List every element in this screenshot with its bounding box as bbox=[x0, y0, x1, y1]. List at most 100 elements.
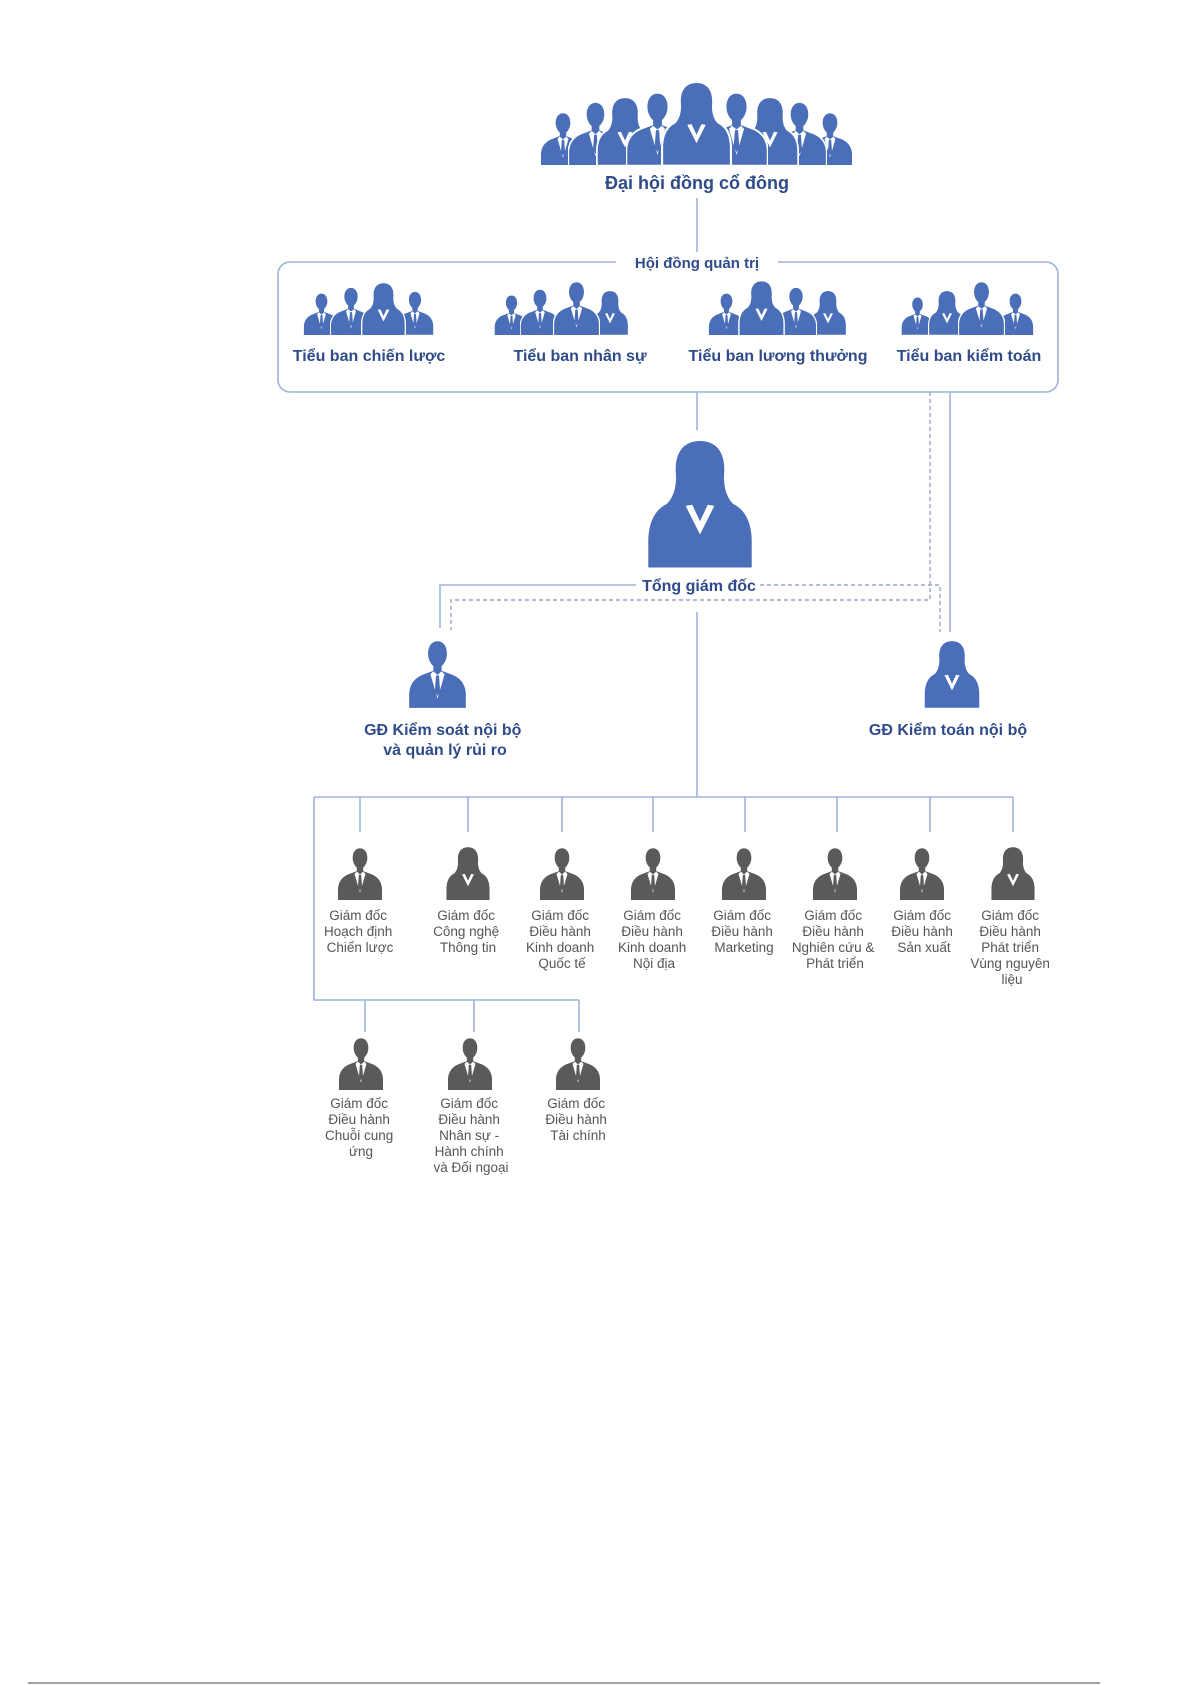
businesswoman-icon bbox=[991, 847, 1035, 900]
businessman-icon bbox=[338, 848, 382, 900]
people-group-icon bbox=[708, 279, 847, 335]
director-node: Giám đốc Điều hành Marketing bbox=[711, 848, 774, 955]
director-label: Giám đốc Điều hành Nghiên cứu & Phát tri… bbox=[792, 908, 878, 971]
connector-line bbox=[439, 584, 636, 628]
label-line: Điều hành bbox=[545, 1112, 607, 1127]
director-node: Giám đốc Công nghệ Thông tin bbox=[433, 847, 503, 955]
label-line: Kinh doanh bbox=[618, 940, 686, 955]
label-line: và Đối ngoại bbox=[433, 1160, 508, 1175]
label-line: Quốc tế bbox=[538, 956, 586, 971]
board-label: Hội đồng quản trị bbox=[635, 255, 759, 272]
label-line: Phát triển bbox=[981, 940, 1039, 955]
label-line: Giám đốc bbox=[547, 1096, 605, 1111]
label-line: Hoạch định bbox=[324, 924, 392, 939]
label-line: Nội địa bbox=[633, 956, 676, 971]
label-line: GĐ Kiểm soát nội bộ bbox=[364, 721, 522, 739]
label-line: Giám đốc bbox=[440, 1096, 498, 1111]
committee-label: Tiểu ban chiến lược bbox=[293, 347, 446, 365]
dashed-connector-line bbox=[450, 392, 931, 630]
director-label: Giám đốc Điều hành Kinh doanh Nội địa bbox=[618, 908, 690, 971]
label-line: Công nghệ bbox=[433, 924, 499, 939]
label-line: Vùng nguyên bbox=[970, 956, 1050, 971]
director-label: Giám đốc Điều hành Phát triển Vùng nguyê… bbox=[970, 908, 1053, 987]
director-label: Giám đốc Điều hành Sản xuất bbox=[891, 908, 956, 955]
director-node: Giám đốc Điều hành Phát triển Vùng nguyê… bbox=[970, 847, 1053, 987]
director-label: Giám đốc Điều hành Tài chính bbox=[545, 1096, 610, 1143]
director-label: Giám đốc Điều hành Kinh doanh Quốc tế bbox=[526, 908, 598, 971]
person-icon bbox=[553, 280, 600, 335]
ceo-node: Tổng giám đốc bbox=[642, 441, 756, 595]
internal-audit-node: GĐ Kiểm toán nội bộ bbox=[869, 641, 1027, 739]
ceo-label: Tổng giám đốc bbox=[642, 577, 756, 595]
label-line: Chiến lược bbox=[327, 940, 394, 955]
label-line: Kinh doanh bbox=[526, 940, 594, 955]
label-line: Sản xuất bbox=[897, 940, 951, 955]
label-line: Điều hành bbox=[621, 924, 683, 939]
director-label: Giám đốc Điều hành Nhân sự - Hành chính … bbox=[433, 1096, 508, 1175]
committee-label: Tiểu ban nhân sự bbox=[513, 347, 647, 365]
board-node: Hội đồng quản trị Tiểu ban chiến lược Ti… bbox=[277, 252, 1059, 393]
director-node: Giám đốc Điều hành Nghiên cứu & Phát tri… bbox=[792, 848, 878, 971]
label-line: Tài chính bbox=[550, 1128, 606, 1143]
label-line: Giám đốc bbox=[531, 908, 589, 923]
label-line: Marketing bbox=[714, 940, 773, 955]
businesswoman-icon bbox=[924, 641, 980, 708]
director-node: Giám đốc Điều hành Chuỗi cung ứng bbox=[325, 1038, 397, 1159]
committee-label: Tiểu ban lương thưởng bbox=[689, 347, 868, 365]
label-line: Điều hành bbox=[979, 924, 1041, 939]
label-line: Giám đốc bbox=[623, 908, 681, 923]
director-node: Giám đốc Điều hành Sản xuất bbox=[891, 848, 956, 955]
label-line: Nghiên cứu & bbox=[792, 940, 875, 955]
label-line: liệu bbox=[1001, 972, 1022, 987]
director-node: Giám đốc Hoạch định Chiến lược bbox=[324, 848, 396, 955]
people-group-icon bbox=[494, 280, 629, 335]
label-line: Điều hành bbox=[529, 924, 591, 939]
businessman-icon bbox=[339, 1038, 383, 1090]
people-crowd-icon bbox=[540, 83, 853, 165]
businessman-icon bbox=[540, 848, 584, 900]
person-icon bbox=[361, 281, 406, 335]
label-line: Giám đốc bbox=[713, 908, 771, 923]
internal-control-node: GĐ Kiểm soát nội bộ và quản lý rủi ro bbox=[364, 641, 522, 759]
businessman-icon bbox=[448, 1038, 492, 1090]
person-icon bbox=[738, 279, 785, 335]
label-line: Giám đốc bbox=[330, 1096, 388, 1111]
director-label: Giám đốc Điều hành Chuỗi cung ứng bbox=[325, 1096, 397, 1159]
director-label: Giám đốc Công nghệ Thông tin bbox=[433, 908, 503, 955]
connector-line bbox=[313, 797, 579, 1001]
label-line: Điều hành bbox=[328, 1112, 390, 1127]
people-group-icon bbox=[901, 280, 1034, 335]
director-node: Giám đốc Điều hành Kinh doanh Nội địa bbox=[618, 848, 690, 971]
people-group-icon bbox=[303, 281, 434, 335]
committee-audit: Tiểu ban kiểm toán bbox=[897, 280, 1042, 365]
label-line: Giám đốc bbox=[893, 908, 951, 923]
businessman-icon bbox=[900, 848, 944, 900]
dashed-connector-line bbox=[760, 584, 941, 632]
label-line: Hành chính bbox=[435, 1144, 504, 1159]
label-line: Điều hành bbox=[802, 924, 864, 939]
label-line: và quản lý rủi ro bbox=[383, 742, 507, 759]
businessman-icon bbox=[631, 848, 675, 900]
label-line: Điều hành bbox=[891, 924, 953, 939]
label-line: Điều hành bbox=[438, 1112, 500, 1127]
businesswoman-icon bbox=[446, 847, 490, 900]
label-line: Thông tin bbox=[440, 940, 496, 955]
committee-hr: Tiểu ban nhân sự bbox=[494, 280, 647, 365]
director-label: Giám đốc Hoạch định Chiến lược bbox=[324, 908, 396, 955]
committee-label: Tiểu ban kiểm toán bbox=[897, 347, 1042, 365]
businessman-icon bbox=[722, 848, 766, 900]
director-node: Giám đốc Điều hành Kinh doanh Quốc tế bbox=[526, 848, 598, 971]
label-line: Chuỗi cung bbox=[325, 1128, 393, 1143]
label-line: Giám đốc bbox=[437, 908, 495, 923]
label-line: Điều hành bbox=[711, 924, 773, 939]
committee-compensation: Tiểu ban lương thưởng bbox=[689, 279, 868, 365]
shareholders-node: Đại hội đồng cổ đông bbox=[540, 83, 853, 193]
label-line: Phát triển bbox=[806, 956, 864, 971]
shareholders-label: Đại hội đồng cổ đông bbox=[605, 173, 789, 193]
director-node: Giám đốc Điều hành Tài chính bbox=[545, 1038, 610, 1143]
label-line: Giám đốc bbox=[804, 908, 862, 923]
label-line: Nhân sự - bbox=[439, 1128, 499, 1143]
label-line: Giám đốc bbox=[981, 908, 1039, 923]
businessman-icon bbox=[556, 1038, 600, 1090]
